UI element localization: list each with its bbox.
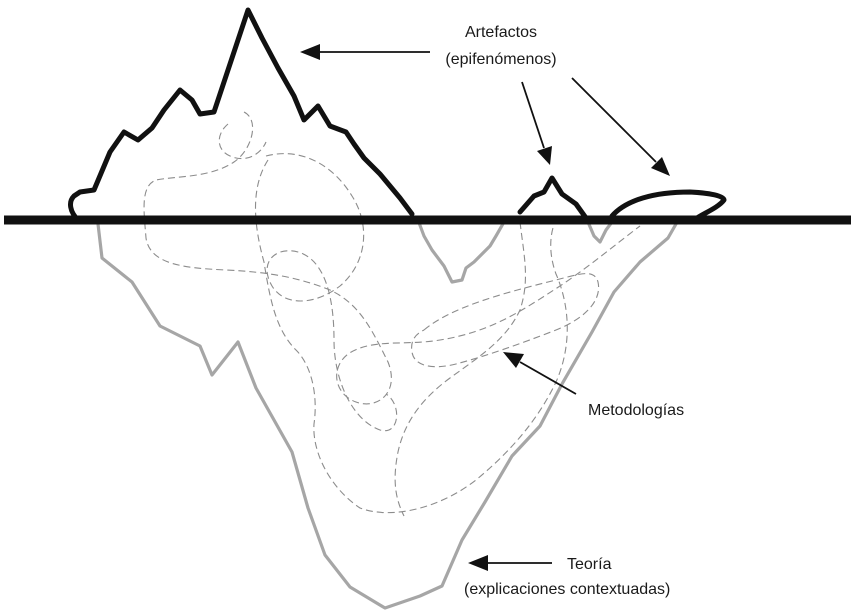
label-metodologias: Metodologías [588, 402, 684, 419]
iceberg-submerged-dip-left [418, 220, 504, 282]
label-artefactos-title: Artefactos [465, 24, 537, 41]
label-teoria-title: Teoría [567, 556, 612, 573]
methodology-dashed-paths [144, 112, 640, 516]
iceberg-small-peak [520, 178, 586, 218]
label-artefactos-subtitle: (epifenómenos) [445, 51, 556, 68]
arrow-metodologias [503, 352, 576, 394]
arrow-artefactos-small-peak [522, 82, 552, 165]
label-teoria-subtitle: (explicaciones contextuadas) [464, 581, 670, 598]
iceberg-main-peak [71, 10, 412, 220]
iceberg-submerged-dip-right [588, 222, 612, 242]
arrow-artefactos-main [300, 44, 430, 60]
arrow-teoria [468, 555, 552, 571]
arrow-artefactos-flat-cap [572, 78, 670, 176]
